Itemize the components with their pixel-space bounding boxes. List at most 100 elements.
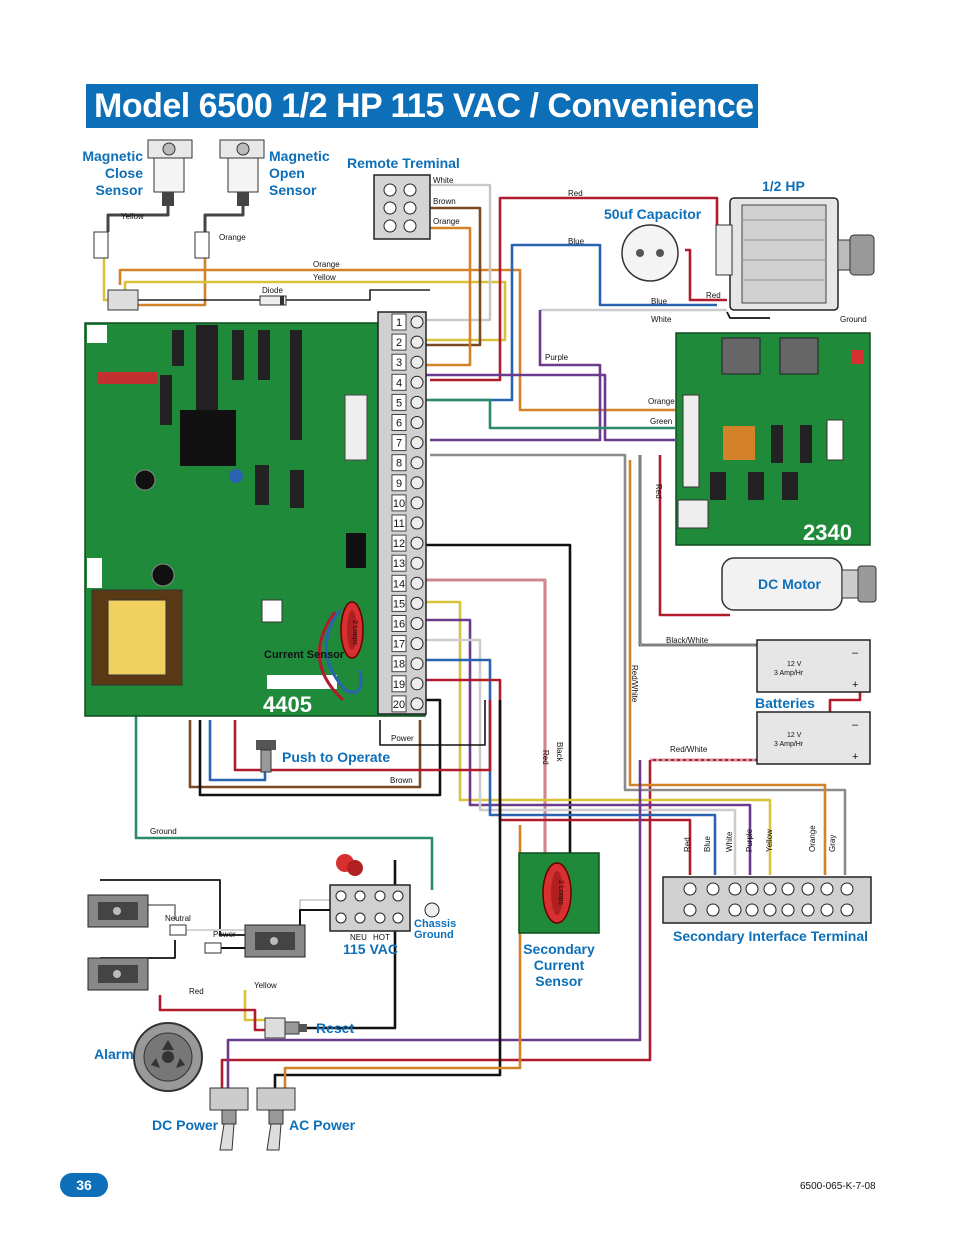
- wires: [100, 183, 862, 1090]
- secondary-terminal-screw: [728, 903, 742, 917]
- label-secondary-3: Sensor: [535, 973, 583, 989]
- label-red-white-2: Red/White: [670, 745, 708, 754]
- purple-wire: [430, 310, 602, 442]
- terminal-pin-number: 6: [396, 418, 402, 430]
- secondary-terminal-screw: [745, 882, 759, 896]
- yellow-wire-secondary: [425, 600, 772, 875]
- label-loops-secondary: 2 Loops: [557, 880, 564, 905]
- secondary-wire-label: Gray: [828, 835, 837, 852]
- black-wire-bottom: [198, 698, 442, 797]
- ground-wire-motor: [726, 311, 770, 319]
- connector-pins: [93, 231, 210, 311]
- label-close-sensor-1: Magnetic: [82, 148, 143, 164]
- red-white-vert: [220, 760, 652, 1090]
- label-orange-2: Orange: [313, 260, 340, 269]
- ac-power-switch: [256, 1087, 296, 1151]
- svg-text:+: +: [852, 679, 858, 691]
- yellow-wire-long: [123, 280, 507, 342]
- label-dc-power: DC Power: [152, 1117, 219, 1133]
- secondary-terminal-screw: [801, 882, 815, 896]
- terminal-screw: [410, 496, 424, 510]
- label-black-white: Black/White: [666, 636, 709, 645]
- black-white-wire-2: [639, 455, 760, 646]
- terminal-pin-number: 4: [396, 377, 402, 389]
- diode-wire: [130, 289, 430, 301]
- label-hot: HOT: [373, 933, 390, 942]
- chassis-ground-lug: [424, 902, 440, 918]
- label-power-main: Power: [391, 734, 414, 743]
- label-battery-2-v: 12 V: [787, 732, 802, 739]
- secondary-terminal-screw: [840, 903, 854, 917]
- wire-relay-1: [100, 879, 245, 936]
- label-battery-2-ah: 3 Amp/Hr: [774, 741, 804, 748]
- board-2340: [675, 332, 871, 546]
- terminal-screw: [410, 576, 424, 590]
- terminal-screw: [410, 677, 424, 691]
- terminal-screw: [410, 536, 424, 550]
- secondary-terminal-screw: [801, 903, 815, 917]
- terminal-screw: [410, 516, 424, 530]
- orange-wire-secondary: [628, 460, 827, 875]
- neutral-connector: [169, 924, 222, 954]
- white-wire-secondary: [425, 638, 737, 875]
- terminal-pin-box: [391, 675, 407, 693]
- secondary-current-sensor: [518, 852, 600, 934]
- terminal-pin-number: 15: [393, 598, 405, 610]
- label-capacitor: 50uf Capacitor: [604, 206, 702, 222]
- label-brown-bottom: Brown: [390, 776, 413, 785]
- red-wire-motor: [430, 196, 719, 382]
- label-red-vert: Red: [541, 750, 550, 765]
- label-red-top: Red: [568, 189, 583, 198]
- terminal-pin-number: 19: [393, 679, 405, 691]
- terminal-pin-number: 17: [393, 639, 405, 651]
- label-secondary-1: Secondary: [523, 941, 595, 957]
- label-remote-terminal: Remote Treminal: [347, 155, 460, 171]
- terminal-pin-box: [391, 514, 407, 532]
- terminal-screw: [410, 456, 424, 470]
- label-chassis: Chassis: [414, 918, 456, 930]
- terminal-screw: [410, 315, 424, 329]
- terminal-pin-box: [391, 554, 407, 572]
- red-wire-dcmotor: [658, 455, 730, 617]
- relay-3: [87, 957, 149, 991]
- secondary-wire-label: Purple: [745, 828, 754, 852]
- label-alarm: Alarm: [94, 1046, 134, 1062]
- terminal-pin-box: [391, 615, 407, 632]
- secondary-wire-label: Yellow: [765, 829, 774, 852]
- gray-wire: [430, 453, 847, 875]
- dc-motor: [721, 557, 877, 611]
- label-power-relay: Power: [213, 930, 236, 939]
- secondary-wire-label: Blue: [703, 835, 712, 852]
- terminal-pin-box: [391, 393, 407, 411]
- label-ground-lug: Ground: [414, 929, 454, 941]
- label-reset: Reset: [316, 1020, 354, 1036]
- secondary-terminal-screw: [820, 903, 834, 917]
- label-batteries: Batteries: [755, 695, 815, 711]
- terminal-pin-number: 11: [393, 518, 404, 530]
- label-115-vac: 115 VAC: [343, 941, 398, 957]
- orange-wire: [130, 232, 207, 307]
- label-open-sensor-3: Sensor: [269, 182, 317, 198]
- terminal-pin-number: 7: [396, 438, 402, 450]
- label-dc-motor: DC Motor: [758, 576, 822, 592]
- secondary-terminal-screw: [728, 882, 742, 896]
- label-open-sensor-2: Open: [269, 165, 305, 181]
- terminal-pin-box: [391, 434, 407, 452]
- terminal-screw: [410, 355, 424, 369]
- red-wire-bottom: [233, 700, 492, 772]
- terminal-pin-number: 14: [393, 578, 405, 590]
- push-to-operate-button: [256, 740, 276, 773]
- terminal-pin-number: 3: [396, 357, 402, 369]
- terminal-block-main: [377, 311, 427, 715]
- wire-ac-2: [283, 825, 522, 1090]
- terminal-screw: [410, 657, 424, 671]
- label-yellow-1: Yellow: [121, 212, 144, 221]
- terminal-screw: [410, 697, 424, 711]
- brown-wire-bottom: [188, 720, 422, 789]
- ground-wire: [134, 715, 434, 890]
- terminal-screw: [410, 596, 424, 610]
- label-red-motor: Red: [706, 291, 721, 300]
- brown-wire-remote: [425, 206, 482, 347]
- svg-text:–: –: [852, 719, 859, 731]
- secondary-terminal-screw: [781, 882, 795, 896]
